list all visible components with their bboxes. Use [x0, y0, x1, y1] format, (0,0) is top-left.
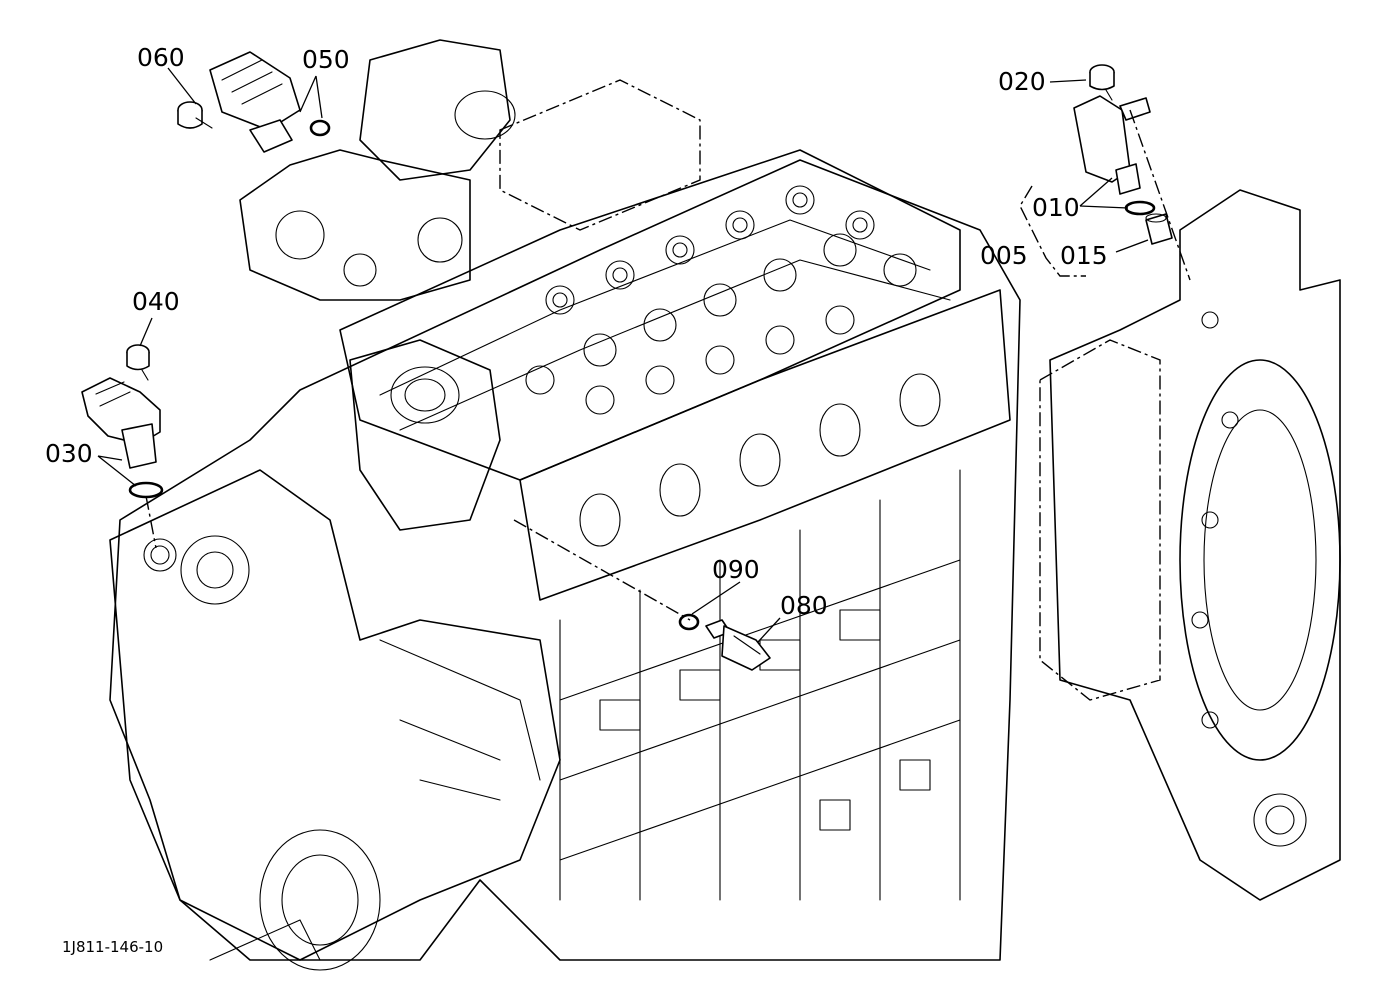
- leader-lines: [97, 67, 1191, 643]
- callout-010: 010: [1032, 193, 1080, 222]
- part-boost-sensor: [209, 51, 301, 153]
- part-030-crank-sensor: [81, 377, 161, 469]
- flywheel-housing: [1039, 189, 1341, 901]
- figure-id: 1J811-146-10: [62, 938, 163, 956]
- callout-060: 060: [137, 43, 185, 72]
- part-010-o-ring: [1124, 200, 1156, 216]
- callout-005: 005: [980, 241, 1028, 270]
- part-015-spacer: [1145, 213, 1173, 245]
- part-040-bolt: [126, 344, 150, 381]
- part-050-o-ring: [309, 119, 331, 137]
- callout-080: 080: [780, 591, 828, 620]
- part-060-bolt: [177, 101, 213, 129]
- part-010-cam-sensor: [1073, 95, 1151, 195]
- callout-020: 020: [998, 67, 1046, 96]
- part-080-temp-sensor: [705, 619, 771, 671]
- assembly-005-bracket: [1019, 185, 1086, 277]
- part-020-bolt: [1089, 64, 1115, 101]
- part-090-o-ring: [678, 613, 700, 631]
- callout-040: 040: [132, 287, 180, 316]
- callout-labels: 060 050 040 030 020 010 005 015 090 080 …: [45, 43, 1108, 956]
- callout-090: 090: [712, 555, 760, 584]
- callout-050: 050: [302, 45, 350, 74]
- callout-030: 030: [45, 439, 93, 468]
- callout-015: 015: [1060, 241, 1108, 270]
- engine-block: [109, 39, 1021, 971]
